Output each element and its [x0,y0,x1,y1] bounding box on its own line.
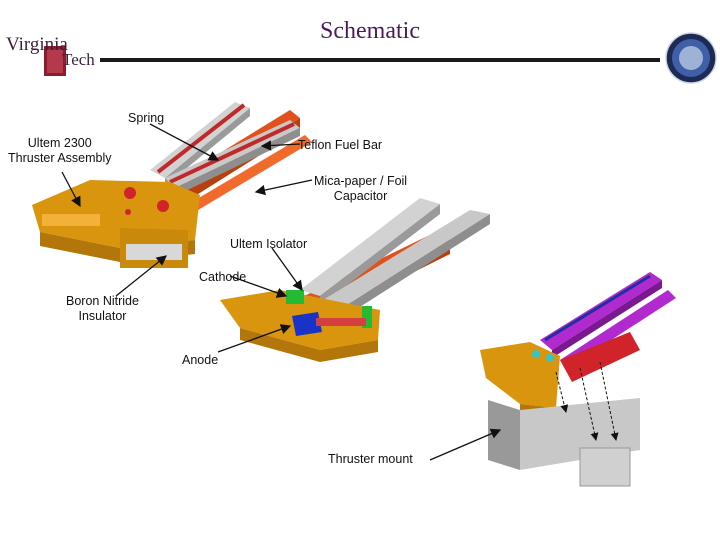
assembly-2 [220,198,490,362]
label-spring: Spring [128,111,165,125]
title-rule [100,58,660,62]
leader-arrows [61,123,502,461]
lab-seal-icon [665,32,717,84]
label-boron-nitride-insulator: Boron Nitride Insulator [66,294,139,323]
assembly-3 [480,272,676,487]
label-cathode: Cathode [199,270,247,284]
virginia-tech-logo [44,46,66,76]
logo-text-virginia: Virginia [6,34,68,55]
label-teflon-fuel-bar: Teflon Fuel Bar [298,138,383,152]
label-thruster-mount: Thruster mount [328,452,413,466]
page-title: Schematic [320,18,420,44]
label-ultem-isolator: Ultem Isolator [230,237,308,251]
logo-text-tech: Tech [62,50,95,69]
label-mica-paper-foil-capacitor: Mica-paper / Foil Capacitor [314,174,408,203]
label-ultem-2300-thruster-assembly: Ultem 2300 Thruster Assembly [8,136,112,165]
label-anode: Anode [182,353,219,367]
